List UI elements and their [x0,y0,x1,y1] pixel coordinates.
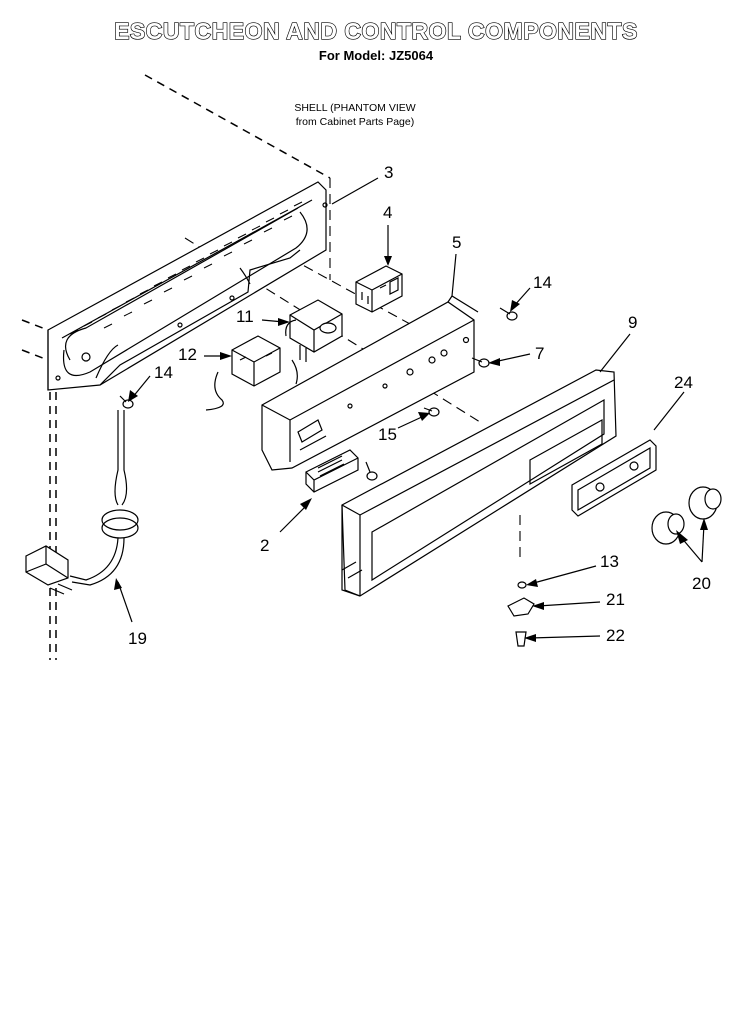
part-22-screw [515,631,527,647]
part-13-washer [517,581,527,589]
callout-14-upper: 14 [533,273,552,292]
note-line-1: SHELL (PHANTOM VIEW [294,102,416,114]
callout-14-lower: 14 [154,363,173,382]
callout-11: 11 [236,307,254,326]
part-4-switch [355,265,403,313]
callout-15: 15 [378,425,397,444]
part-11-switch [285,299,343,362]
callout-20: 20 [692,574,711,593]
callout-9: 9 [628,313,637,332]
callout-13: 13 [600,552,619,571]
screw-14-upper [499,307,518,321]
part-19-power-cord [25,410,139,595]
part-20-knobs [651,486,722,545]
callout-leaders [114,177,708,642]
part-21-clip [507,597,535,617]
screw-14-lower [119,395,134,409]
callout-labels: 3 4 5 14 11 9 12 7 14 24 15 2 13 20 21 2… [128,163,711,648]
callout-3: 3 [384,163,393,182]
model-subtitle: For Model: JZ5064 [318,48,434,63]
part-5-control-bracket [261,295,479,471]
screw-15 [423,407,440,417]
part-12-switch [205,335,298,411]
shell-phantom-note: SHELL (PHANTOM VIEW from Cabinet Parts P… [270,101,440,129]
note-line-2: from Cabinet Parts Page) [295,116,415,128]
callout-12: 12 [178,345,197,364]
callout-21: 21 [606,590,625,609]
callout-22: 22 [606,626,625,645]
vent-slots [69,201,303,335]
callout-7: 7 [535,344,544,363]
callout-2: 2 [260,536,269,555]
callout-5: 5 [452,233,461,252]
screw-15-lower [365,461,378,481]
part-2-connector-board [305,449,359,493]
screw-hardware [119,307,535,647]
callout-24: 24 [674,373,693,392]
part-24-knob-bezel [571,439,657,517]
callout-4: 4 [383,203,392,222]
page-title: ESCUTCHEON AND CONTROL COMPONENTS [113,17,638,44]
callout-19: 19 [128,629,147,648]
part-9-escutcheon [341,369,617,597]
part-3-back-panel [47,181,328,391]
